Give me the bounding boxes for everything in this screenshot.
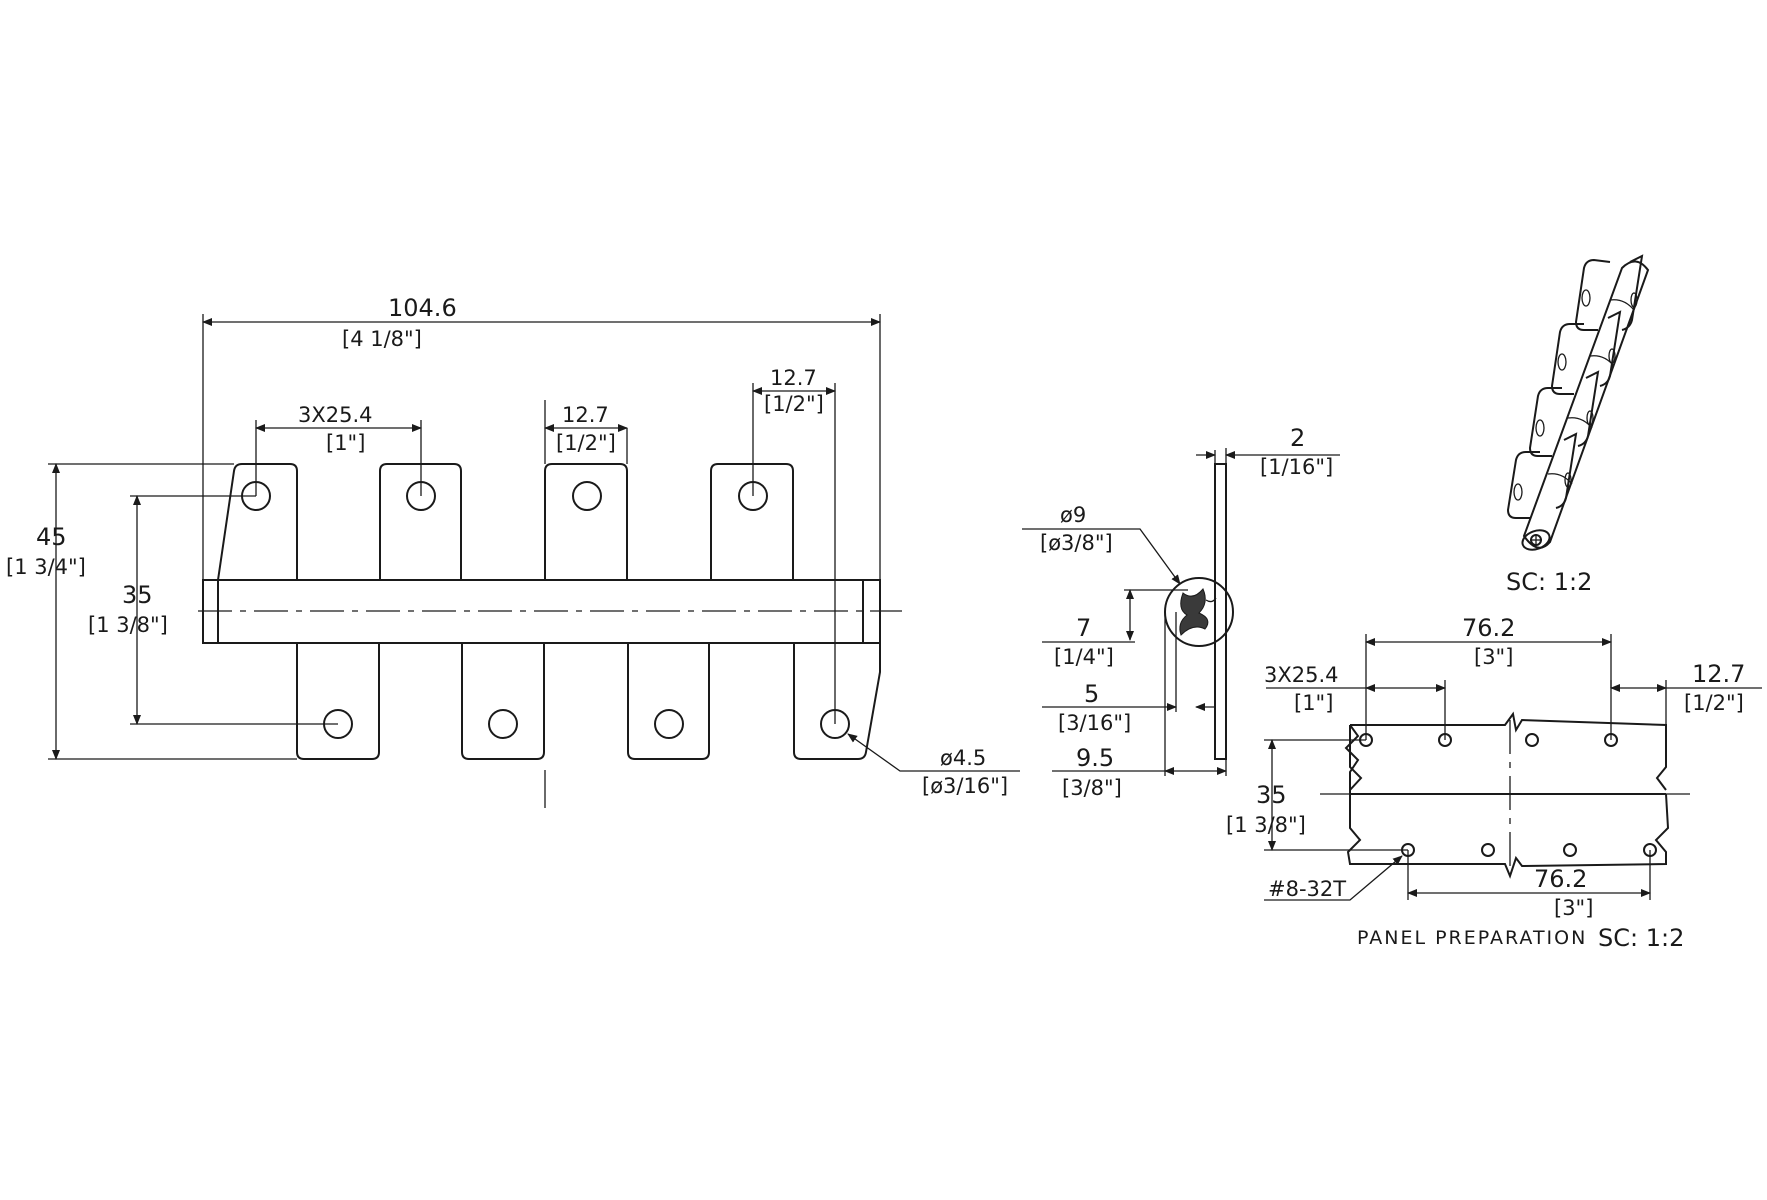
pin-to-face-mm: 5 <box>1084 680 1099 708</box>
hole-diameter-mm: ø4.5 <box>940 746 986 770</box>
lower-leaf-3 <box>627 643 710 760</box>
lower-panel <box>1346 793 1670 879</box>
iso-scale-label: SC: 1:2 <box>1506 568 1592 596</box>
iso-tab-r2 <box>1577 370 1600 447</box>
iso-tab-r3 <box>1599 310 1622 387</box>
knuckle-gap-in: [1/2"] <box>556 431 616 455</box>
panel-hole-spacing-mm: 3X25.4 <box>1264 663 1339 687</box>
upper-leaf-1 <box>217 463 298 581</box>
panel-edge-offset-mm: 12.7 <box>1692 660 1745 688</box>
overall-length-mm: 104.6 <box>388 294 457 322</box>
panel-caption: PANEL PREPARATION <box>1357 927 1587 949</box>
upper-leaf-4 <box>710 463 794 580</box>
overall-height-in: [1 3/4"] <box>6 555 86 579</box>
panel-bottom-span-mm: 76.2 <box>1534 865 1587 893</box>
thickness-mm: 2 <box>1290 424 1305 452</box>
hole-spacing-in: [1"] <box>326 431 365 455</box>
panel-scale-label: SC: 1:2 <box>1598 924 1684 952</box>
iso-barrel <box>1522 260 1650 549</box>
leaf-edge <box>1214 463 1227 760</box>
panel-row-spacing-in: [1 3/8"] <box>1226 813 1306 837</box>
knuckle-gap-mm: 12.7 <box>562 403 609 427</box>
upper-panel <box>1350 711 1667 791</box>
knuckle-depth-in: [3/8"] <box>1062 776 1122 800</box>
panel-hole-spacing-in: [1"] <box>1294 691 1333 715</box>
lower-leaf-4 <box>793 643 881 760</box>
edge-offset-mm: 12.7 <box>770 366 817 390</box>
panel-preparation-view: 76.2 [3"] 3X25.4 [1"] 12.7 [1/2"] 35 [1 … <box>1226 614 1762 952</box>
thickness-in: [1/16"] <box>1260 455 1333 479</box>
iso-tab-r4 <box>1621 254 1644 331</box>
front-view: 104.6 [4 1/8"] 3X25.4 [1"] 12.7 [1/2"] 1… <box>6 294 1020 808</box>
knuckle-dia-mm: ø9 <box>1060 503 1086 527</box>
row-spacing-in: [1 3/8"] <box>88 613 168 637</box>
panel-top-span-mm: 76.2 <box>1462 614 1515 642</box>
pin-section-hatch <box>1179 588 1209 636</box>
iso-tab-4 <box>1574 258 1611 331</box>
pin-offset-in: [1/4"] <box>1054 645 1114 669</box>
panel-edge-offset-in: [1/2"] <box>1684 691 1744 715</box>
panel-row-spacing-mm: 35 <box>1256 781 1287 809</box>
edge-offset-in: [1/2"] <box>764 392 824 416</box>
upper-leaf-3 <box>544 463 628 580</box>
overall-height-mm: 45 <box>36 523 67 551</box>
panel-bottom-span-in: [3"] <box>1554 896 1593 920</box>
side-view: 2 [1/16"] ø9 [ø3/8"] 7 [1/4"] 5 [3/16"] … <box>1022 424 1340 800</box>
lower-leaf-1 <box>296 643 380 760</box>
iso-tab-3 <box>1550 323 1584 395</box>
hole-diameter-in: [ø3/16"] <box>922 774 1008 798</box>
isometric-view: SC: 1:2 <box>1506 254 1650 596</box>
overall-length-in: [4 1/8"] <box>342 327 422 351</box>
knuckle-depth-mm: 9.5 <box>1076 744 1114 772</box>
pin-offset-mm: 7 <box>1076 614 1091 642</box>
lower-leaf-2 <box>461 643 545 760</box>
hole-spacing-mm: 3X25.4 <box>298 403 373 427</box>
knuckle-dia-in: [ø3/8"] <box>1040 531 1113 555</box>
iso-tab-r1 <box>1555 432 1578 509</box>
row-spacing-mm: 35 <box>122 581 153 609</box>
iso-tab-2 <box>1528 387 1562 457</box>
panel-top-span-in: [3"] <box>1474 645 1513 669</box>
pin-to-face-in: [3/16"] <box>1058 711 1131 735</box>
thread-callout: #8-32T <box>1268 877 1346 901</box>
iso-tab-1 <box>1506 451 1540 519</box>
